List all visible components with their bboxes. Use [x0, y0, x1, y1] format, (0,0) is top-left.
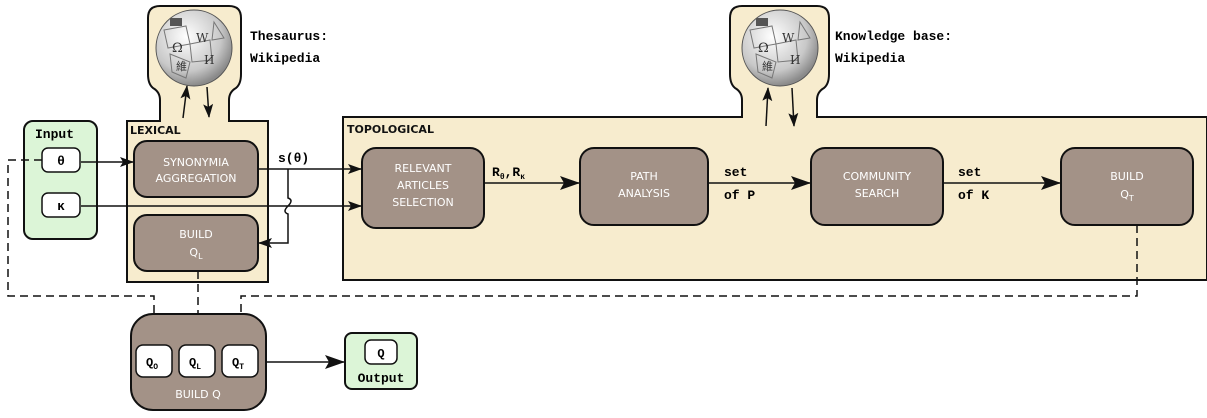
input-title: Input — [35, 127, 74, 142]
thesaurus-label-line1: Thesaurus: — [250, 29, 328, 44]
thesaurus-query-arrow — [180, 85, 191, 119]
svg-text:И: И — [204, 53, 214, 67]
path-analysis-box — [579, 147, 709, 226]
build-ql-line1: BUILD — [179, 228, 212, 241]
kb-result-arrow — [788, 87, 799, 127]
thesaurus-result-arrow — [203, 86, 214, 118]
build-qt-symbol: QT — [1120, 188, 1134, 203]
set-p-line2: of P — [724, 188, 755, 203]
knowledge-base-label-line2: Wikipedia — [835, 51, 905, 66]
build-ql-symbol: QL — [189, 246, 203, 261]
synonymia-line1: SYNONYMIA — [163, 156, 229, 169]
q0-label: QO — [146, 356, 158, 372]
community-line2: SEARCH — [855, 187, 900, 200]
qt-label: QT — [232, 356, 244, 372]
svg-text:Ω: Ω — [172, 41, 183, 56]
s-theta-label: s(θ) — [278, 151, 309, 166]
theta-to-q0-dashed-connector — [7, 159, 159, 344]
ql-label: QL — [189, 356, 201, 372]
topological-title: TOPOLOGICAL — [347, 123, 434, 136]
lexical-title: LEXICAL — [130, 124, 181, 137]
qt-box — [221, 344, 259, 378]
build-q-label: BUILD Q — [175, 388, 221, 401]
path-line1: PATH — [630, 170, 658, 183]
r-label: Rθ,Rκ — [492, 165, 525, 182]
set-k-line2: of K — [958, 188, 989, 203]
svg-text:И: И — [790, 53, 800, 67]
ql-box — [178, 344, 216, 378]
relevant-line1: RELEVANT — [395, 162, 452, 175]
synonymia-line2: AGGREGATION — [155, 172, 236, 185]
kappa-label: κ — [57, 199, 65, 214]
kb-query-arrow — [762, 87, 773, 127]
thesaurus-label-line2: Wikipedia — [250, 51, 320, 66]
relevant-line3: SELECTION — [392, 196, 454, 209]
knowledge-base-label-line1: Knowledge base: — [835, 29, 952, 44]
svg-text:W: W — [782, 31, 795, 45]
synonymia-aggregation-box — [133, 140, 259, 198]
build-qt-box — [1060, 147, 1194, 226]
kappa-input-box — [41, 192, 81, 218]
theta-label: θ — [57, 154, 65, 169]
community-line1: COMMUNITY — [843, 170, 912, 183]
build-ql-box — [133, 214, 259, 272]
relevant-articles-box — [361, 147, 485, 229]
svg-text:維: 維 — [176, 60, 187, 73]
output-q-label: Q — [377, 347, 384, 361]
output-title: Output — [358, 371, 405, 386]
output-q-box — [364, 339, 398, 365]
path-line2: ANALYSIS — [618, 187, 670, 200]
build-qt-line1: BUILD — [1110, 170, 1143, 183]
svg-text:維: 維 — [762, 60, 773, 73]
set-p-line1: set — [724, 165, 747, 180]
q0-box — [135, 344, 173, 378]
svg-text:Ω: Ω — [758, 41, 769, 56]
wikipedia-globe-icon: Ω W И 維 — [741, 9, 819, 87]
wikipedia-globe-icon: Ω W И 維 — [155, 9, 233, 87]
synonymia-to-build-ql-arrow — [258, 169, 292, 248]
community-search-box — [810, 147, 944, 226]
topological-panel — [342, 5, 1207, 281]
relevant-line2: ARTICLES — [397, 179, 449, 192]
set-k-line1: set — [958, 165, 981, 180]
svg-text:W: W — [196, 31, 209, 45]
